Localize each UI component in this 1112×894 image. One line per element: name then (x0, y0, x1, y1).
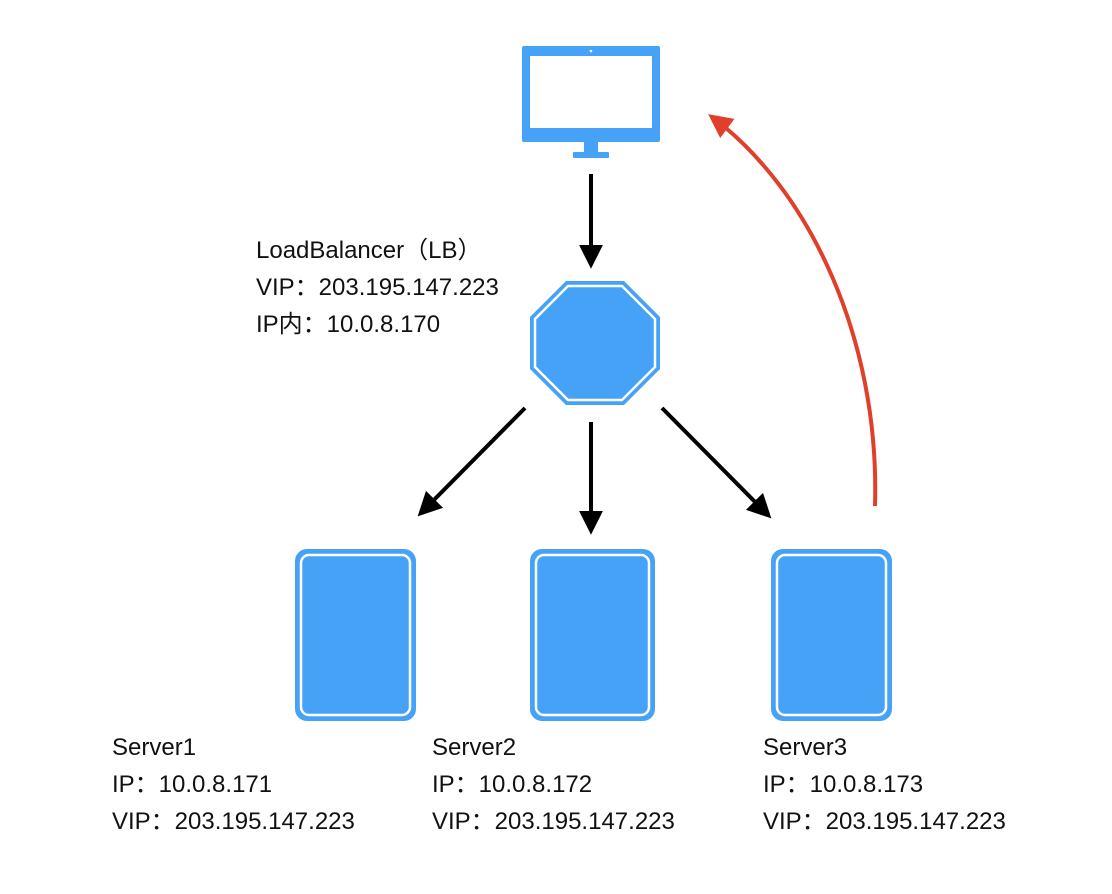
server2-label: Server2 IP：10.0.8.172 VIP：203.195.147.22… (432, 729, 675, 840)
server-name: Server2 (432, 734, 517, 761)
arrow-lb-to-server1 (417, 406, 527, 517)
server3-label: Server3 IP：10.0.8.173 VIP：203.195.147.22… (763, 729, 1006, 840)
monitor-icon (522, 46, 660, 158)
server-vip: VIP：203.195.147.223 (112, 808, 355, 835)
octagon-icon (530, 281, 660, 405)
server-name: Server3 (763, 734, 848, 761)
server-icon (530, 549, 655, 721)
server-name: Server1 (112, 734, 197, 761)
lb-name: LoadBalancer（LB） (256, 237, 482, 264)
load-balancer-label: LoadBalancer（LB） VIP：203.195.147.223 IP内… (256, 232, 499, 343)
server-vip: VIP：203.195.147.223 (763, 808, 1006, 835)
server1-label: Server1 IP：10.0.8.171 VIP：203.195.147.22… (112, 729, 355, 840)
arrow-server3-to-client (708, 114, 878, 507)
server-icon (771, 549, 892, 721)
server-icon (295, 549, 416, 721)
lb-ip: IP内：10.0.8.170 (256, 311, 441, 338)
lb-vip: VIP：203.195.147.223 (256, 274, 499, 301)
server-ip: IP：10.0.8.171 (112, 771, 273, 798)
server-ip: IP：10.0.8.173 (763, 771, 924, 798)
arrow-lb-to-server3 (660, 406, 772, 519)
server-vip: VIP：203.195.147.223 (432, 808, 675, 835)
server-ip: IP：10.0.8.172 (432, 771, 593, 798)
